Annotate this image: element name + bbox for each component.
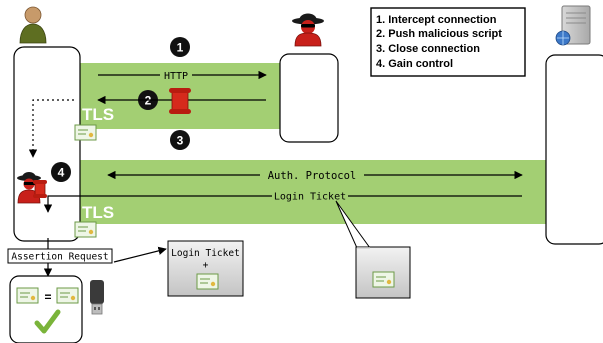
injection-dotted-path: [28, 99, 74, 158]
certificate-icon: [372, 271, 395, 288]
legend-item-2: 2. Push malicious script: [376, 28, 502, 40]
attacker-icon: [17, 172, 41, 204]
auth-protocol-label: Auth. Protocol: [268, 170, 357, 182]
certificate-icon: [74, 124, 97, 141]
assertion-request-label: Assertion Request: [11, 252, 108, 263]
attacker-icon: [292, 13, 324, 47]
svg-text:4: 4: [58, 166, 65, 180]
legend-item-1: 1. Intercept connection: [376, 14, 497, 26]
script-scroll-icon: [33, 180, 47, 198]
legend-item-4: 4. Gain control: [376, 58, 453, 70]
assertion-to-callout-arrow: [113, 246, 167, 263]
attacker-box: [279, 53, 339, 143]
certificate-icon: [16, 287, 39, 304]
http-label: HTTP: [164, 71, 188, 82]
login-ticket-arrow: [43, 195, 522, 213]
script-scroll-icon: [169, 88, 191, 114]
checkmark-icon: [34, 309, 61, 334]
svg-text:3: 3: [177, 134, 184, 148]
step-badge-4: 4: [51, 162, 71, 182]
svg-text:1: 1: [177, 41, 184, 55]
assertion-request-box: Assertion Request: [7, 248, 113, 264]
callout-plus: +: [203, 260, 209, 271]
user-icon: [19, 6, 47, 44]
usb-token-icon: [90, 280, 104, 315]
server-box: [545, 54, 603, 245]
server-icon: [555, 5, 591, 46]
step-badge-1: 1: [170, 37, 190, 57]
tls-label-bottom: TLS: [82, 203, 114, 222]
certificate-icon: [74, 221, 97, 238]
legend-item-3: 3. Close connection: [376, 43, 480, 55]
login-ticket-label: Login Ticket: [274, 192, 346, 203]
verifier-box: [9, 275, 83, 343]
equals-sign: =: [44, 290, 51, 304]
certificate-icon: [196, 273, 219, 290]
tls-label-top: TLS: [82, 105, 114, 124]
client-lifeline-box: [13, 46, 81, 242]
certificate-icon: [56, 287, 79, 304]
legend-box: 1. Intercept connection 2. Push maliciou…: [370, 7, 526, 77]
step-badge-3: 3: [170, 130, 190, 150]
callout-title: Login Ticket: [171, 248, 240, 259]
